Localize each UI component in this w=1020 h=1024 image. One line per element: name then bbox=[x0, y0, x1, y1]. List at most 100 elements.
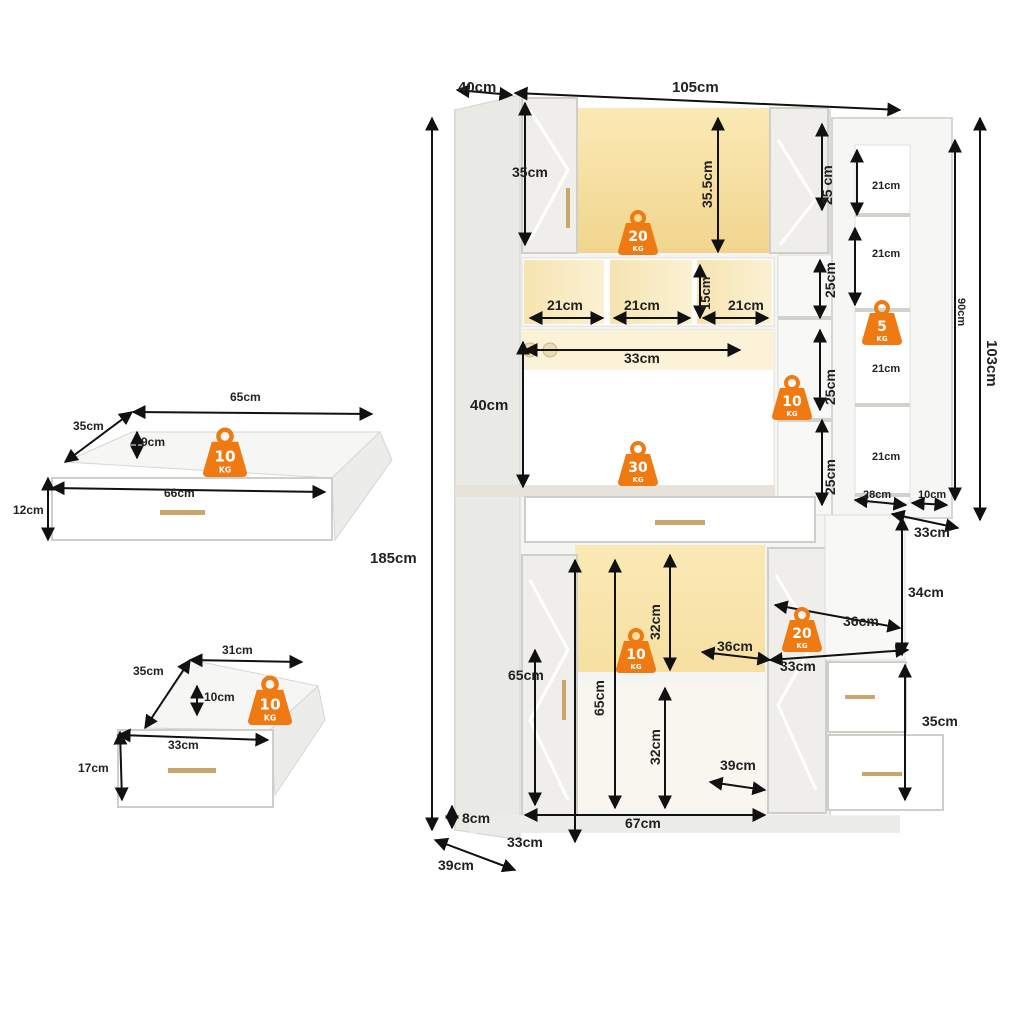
drawer-handle bbox=[168, 768, 216, 773]
dimension-line bbox=[890, 509, 960, 533]
dim-label: 33cm bbox=[914, 524, 950, 540]
middle-drawer bbox=[524, 496, 816, 543]
weight-capacity-badge: 5KG bbox=[862, 300, 902, 345]
badge-weight-unit: KG bbox=[630, 663, 641, 671]
dim-label: 21cm bbox=[872, 363, 900, 375]
dim-label: 25cm bbox=[822, 459, 838, 495]
lower-right-glass-door bbox=[767, 547, 827, 814]
drawer-detail-small bbox=[117, 659, 326, 808]
dim-label: 31cm bbox=[222, 643, 253, 657]
badge-weight-value: 10 bbox=[214, 448, 235, 466]
dim-label: 28cm bbox=[863, 489, 891, 501]
dimension-line bbox=[768, 643, 910, 667]
cubby-2 bbox=[610, 260, 692, 324]
dim-label: 25 cm bbox=[819, 165, 835, 205]
dim-label: 32cm bbox=[647, 604, 663, 640]
handle bbox=[566, 188, 570, 228]
dim-label: 105cm bbox=[672, 79, 719, 96]
weight-icon bbox=[203, 441, 247, 477]
dimension-line bbox=[144, 658, 191, 730]
dimension-labels: 40cm 105cm 185cm 103cm 90cm 35cm 35.5cm … bbox=[13, 79, 1000, 873]
dim-label: 21cm bbox=[728, 297, 764, 313]
dim-label: 33cm bbox=[507, 834, 543, 850]
dim-label: 12cm bbox=[13, 503, 44, 517]
badge-weight-unit: KG bbox=[796, 642, 807, 650]
dimension-lines bbox=[41, 84, 987, 873]
dim-label: 32cm bbox=[647, 729, 663, 765]
badge-weight-value: 5 bbox=[877, 319, 887, 335]
drawer-handle bbox=[845, 695, 875, 699]
dimension-line bbox=[50, 481, 327, 499]
glass-x-pattern bbox=[528, 579, 570, 801]
badge-weight-value: 10 bbox=[782, 394, 802, 410]
glass-x-pattern bbox=[528, 109, 570, 241]
drawer-side bbox=[331, 431, 393, 542]
dim-label: 39cm bbox=[720, 757, 756, 773]
dim-label: 36cm bbox=[717, 638, 753, 654]
badge-weight-unit: KG bbox=[264, 714, 276, 723]
weight-icon bbox=[782, 620, 822, 652]
dim-label: 21cm bbox=[547, 297, 583, 313]
dim-label: 36cm bbox=[843, 613, 879, 629]
dim-label: 25cm bbox=[822, 262, 838, 298]
dim-label: 21cm bbox=[872, 180, 900, 192]
dim-label: 185cm bbox=[370, 550, 417, 567]
badge-weight-unit: KG bbox=[632, 476, 643, 484]
dim-label: 10cm bbox=[918, 489, 946, 501]
dimension-line bbox=[455, 84, 514, 101]
lower-left-glass-door bbox=[521, 554, 578, 826]
dim-label: 21cm bbox=[872, 451, 900, 463]
dim-label: 10cm bbox=[204, 690, 235, 704]
countertop bbox=[455, 485, 775, 497]
weight-icon bbox=[616, 641, 656, 673]
drawer-handle bbox=[655, 520, 705, 525]
dim-label: 65cm bbox=[508, 667, 544, 683]
dim-label: 34cm bbox=[908, 584, 944, 600]
dim-label: 8cm bbox=[462, 810, 490, 826]
right-open-cubby bbox=[824, 514, 906, 661]
dimension-line bbox=[63, 411, 134, 463]
dimension-line bbox=[188, 653, 304, 669]
dim-label: 21cm bbox=[872, 248, 900, 260]
drawer-handle bbox=[160, 510, 205, 515]
weight-icon bbox=[248, 689, 292, 725]
drawer-handle bbox=[862, 772, 902, 776]
cabinet-side-panel bbox=[454, 94, 521, 841]
dimension-line bbox=[708, 776, 767, 796]
badge-weight-unit: KG bbox=[876, 335, 887, 343]
dim-label: 35cm bbox=[512, 164, 548, 180]
dim-label: 65cm bbox=[591, 680, 607, 716]
dimension-line bbox=[853, 494, 908, 511]
top-compartment bbox=[575, 108, 770, 253]
lower-shelf bbox=[575, 672, 765, 682]
dim-label: 33cm bbox=[780, 658, 816, 674]
dim-label: 21cm bbox=[624, 297, 660, 313]
dim-label: 25cm bbox=[822, 369, 838, 405]
dim-label: 9cm bbox=[141, 435, 165, 449]
badge-weight-unit: KG bbox=[219, 466, 231, 475]
dim-label: 15cm bbox=[698, 277, 713, 310]
dim-label: 40cm bbox=[470, 397, 508, 414]
dimension-line bbox=[513, 86, 902, 117]
weight-icon bbox=[618, 454, 658, 486]
dim-label: 103cm bbox=[983, 340, 1000, 387]
dimension-line bbox=[131, 405, 374, 421]
weight-icon bbox=[618, 223, 658, 255]
dimension-line bbox=[700, 646, 772, 666]
dimension-line bbox=[773, 600, 902, 633]
dim-label: 35cm bbox=[922, 713, 958, 729]
dimension-line bbox=[910, 496, 949, 512]
weight-icon bbox=[862, 313, 902, 345]
badge-weight-value: 10 bbox=[259, 696, 280, 714]
badge-weight-unit: KG bbox=[632, 245, 643, 253]
badge-weight-value: 30 bbox=[628, 460, 648, 476]
dim-label: 39cm bbox=[438, 857, 474, 873]
dimension-line bbox=[433, 837, 517, 873]
cubby-1 bbox=[524, 260, 604, 324]
dim-label: 67cm bbox=[625, 815, 661, 831]
